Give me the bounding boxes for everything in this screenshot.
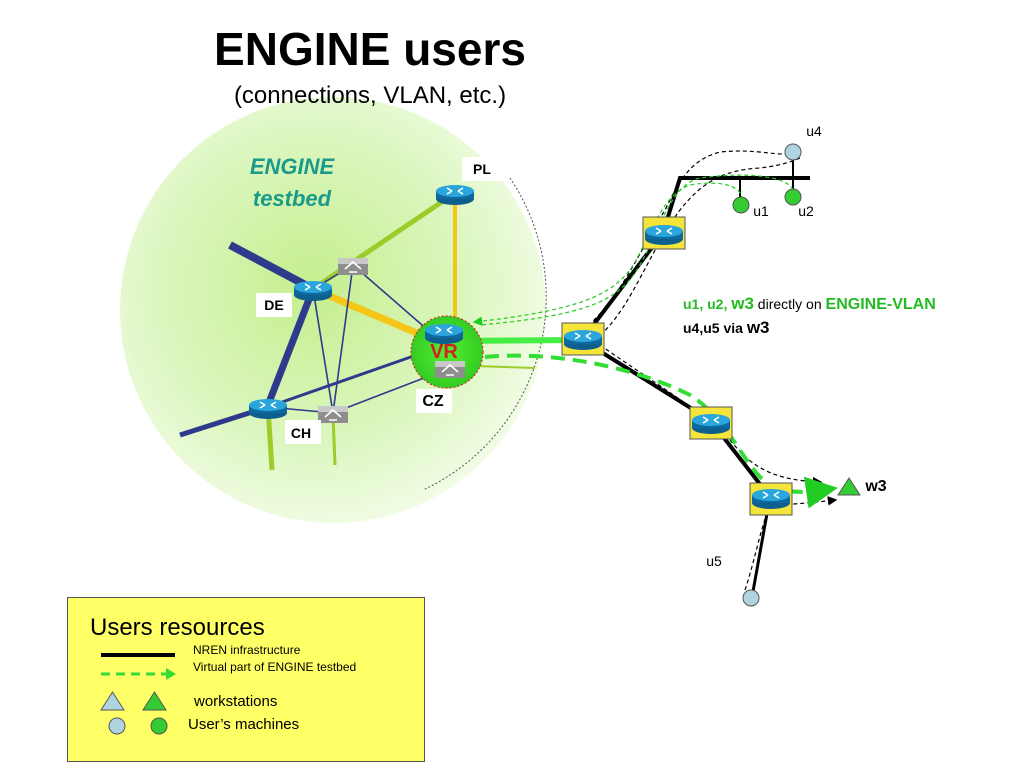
- user-label-w3: w3: [864, 478, 886, 495]
- router-nren-center: [563, 329, 603, 351]
- annotation-line2: u4,u5 via w3: [683, 318, 770, 337]
- user-u5-icon: [742, 589, 760, 607]
- legend-virtual-label: Virtual part of ENGINE testbed: [193, 660, 357, 674]
- nren-link: [580, 338, 772, 499]
- green-link: [311, 190, 457, 292]
- legend-workstation-green-icon: [142, 691, 167, 711]
- green-link: [331, 414, 337, 466]
- user-label-u2: u2: [798, 203, 814, 219]
- user-u2-icon: [784, 188, 802, 206]
- annotation-line1-mid: directly on: [754, 296, 826, 312]
- testbed-label-line2: testbed: [253, 186, 332, 211]
- testbed-boundary: [422, 177, 547, 491]
- node-label-cz: CZ: [422, 393, 444, 410]
- legend-nren-label: NREN infrastructure: [193, 643, 301, 657]
- legend: Users resources NREN infrastructure Virt…: [67, 597, 425, 762]
- user-u4-icon: [784, 143, 802, 161]
- router-nren-bottom: [751, 488, 791, 510]
- annotation-line1: u1, u2, w3 directly on ENGINE-VLAN: [683, 294, 936, 313]
- legend-symbols: [100, 653, 176, 735]
- legend-user-machines-label: User’s machines: [188, 716, 300, 733]
- nren-link: [580, 176, 810, 342]
- vlan-w3-path: [484, 353, 838, 509]
- backbone-link: [228, 241, 315, 293]
- router-nren-top: [644, 224, 684, 246]
- user-label-u1: u1: [753, 203, 769, 219]
- annotation-line1-vlan: ENGINE-VLAN: [826, 296, 936, 313]
- legend-workstation-blue-icon: [100, 691, 125, 711]
- router-ch: [248, 398, 288, 420]
- router-nren-mid: [691, 413, 731, 435]
- user-label-u4: u4: [806, 123, 822, 139]
- page-title: ENGINE users: [214, 23, 526, 75]
- page-subtitle: (connections, VLAN, etc.): [233, 82, 507, 109]
- user-u1-icon: [732, 196, 750, 214]
- vr-label: VR: [430, 341, 458, 363]
- workstation-w3-icon: [837, 477, 861, 496]
- annotation-line2-prefix: u4,u5 via: [683, 320, 747, 336]
- switch-top: [337, 257, 369, 276]
- annotation-line2-w3: w3: [746, 318, 770, 337]
- router-pl: [435, 184, 475, 206]
- testbed-label-line1: ENGINE: [250, 154, 336, 179]
- legend-title: Users resources: [90, 614, 265, 641]
- node-label-pl: PL: [473, 161, 491, 177]
- router-de: [293, 280, 333, 302]
- legend-workstations-label: workstations: [194, 693, 278, 710]
- node-label-de: DE: [264, 297, 283, 313]
- switch-bottom: [317, 405, 349, 424]
- user-label-u5: u5: [706, 553, 722, 569]
- legend-user-green-icon: [150, 717, 168, 735]
- annotation-line1-w3: w3: [730, 294, 754, 313]
- node-label-ch: CH: [291, 425, 311, 441]
- backbone-link: [264, 287, 317, 407]
- annotation-line1-prefix: u1, u2,: [683, 296, 731, 312]
- legend-user-blue-icon: [108, 717, 126, 735]
